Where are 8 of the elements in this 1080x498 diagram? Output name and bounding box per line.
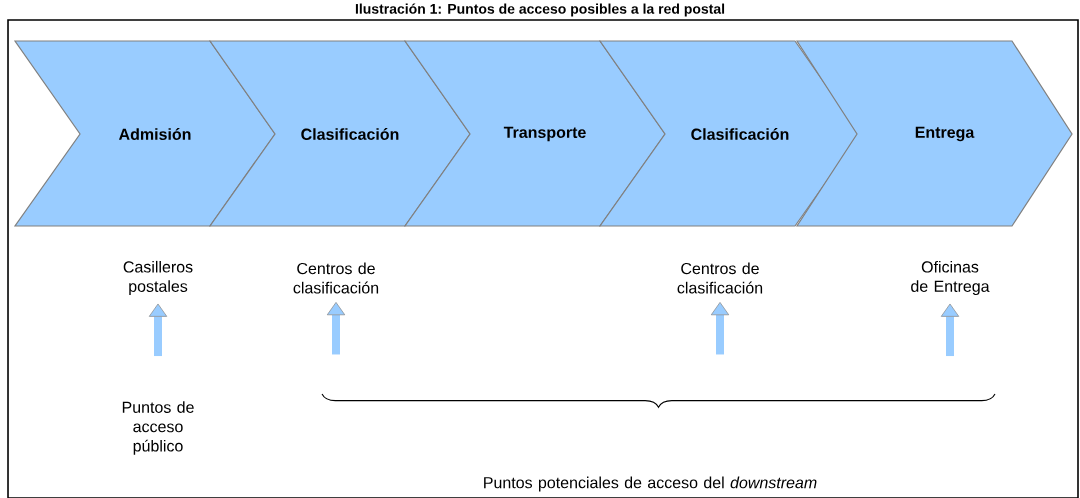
access-point-label: Casilleros postales	[123, 260, 193, 296]
access-point-label: Centros de clasificación	[293, 262, 379, 294]
note-text: Puntos potenciales de acceso del downstream	[484, 476, 817, 492]
access-point-label: Centros de clasificación	[677, 262, 763, 294]
access-point-label: Oficinas de Entrega	[911, 260, 990, 296]
note-text: Puntos de acceso público	[122, 401, 194, 455]
title: Ilustración 1: Puntos de acceso posibles a la red postal	[355, 3, 725, 17]
node-label: Entrega	[915, 126, 975, 142]
